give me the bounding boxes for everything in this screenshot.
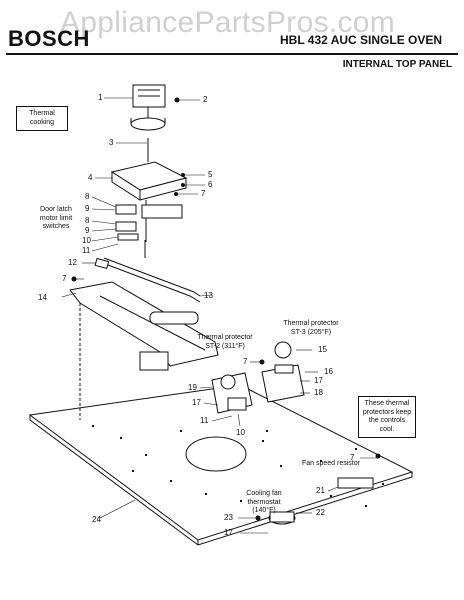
switch-bracket-part-4 [110, 161, 188, 242]
callout-17-bottom: 17 [224, 528, 233, 537]
protector-bracket-st2 [211, 372, 253, 414]
callout-22: 22 [316, 508, 325, 517]
callout-15: 15 [318, 345, 327, 354]
callout-11-top: 11 [82, 246, 91, 255]
section-title: INTERNAL TOP PANEL [342, 59, 452, 70]
callout-17-left: 17 [192, 398, 201, 407]
callout-17-right: 17 [314, 376, 323, 385]
thermostat-part-22 [268, 511, 296, 525]
rod-part-13 [99, 240, 201, 325]
callout-5: 5 [208, 170, 213, 179]
protector-bracket-st3 [261, 341, 305, 403]
callout-1: 1 [98, 93, 103, 102]
callout-9a: 9 [85, 204, 90, 213]
callout-12: 12 [68, 258, 77, 267]
callout-4: 4 [88, 173, 93, 182]
connector-part-12 [94, 257, 110, 270]
note-protector-st3: Thermal protector ST-3 (205°F) [283, 320, 339, 336]
note-protectors-keep-cool: These thermal protectors keep the contro… [358, 396, 416, 438]
callout-21: 21 [316, 486, 325, 495]
callout-24: 24 [92, 515, 101, 524]
callout-8b: 8 [85, 216, 90, 225]
callout-14: 14 [38, 293, 47, 302]
model-title: HBL 432 AUC SINGLE OVEN [280, 33, 443, 47]
note-door-latch: Door latch motor limit switches [39, 206, 73, 230]
motor-part-1 [130, 84, 166, 131]
callout-2: 2 [203, 95, 208, 104]
top-panel-part-24 [28, 384, 414, 546]
callout-7-top: 7 [201, 189, 206, 198]
callout-16: 16 [324, 367, 333, 376]
callout-7-right: 7 [350, 453, 355, 462]
watermark: AppliancePartsPros.com [60, 6, 396, 39]
callout-10-low: 10 [236, 428, 245, 437]
callout-6: 6 [208, 180, 213, 189]
callout-13: 13 [204, 291, 213, 300]
callout-7-left: 7 [62, 274, 67, 283]
brand-logo: BOSCH [8, 26, 90, 51]
bracket-part-14 [69, 281, 219, 420]
note-protector-st2: Thermal protector ST-2 (311°F) [197, 334, 253, 350]
note-fan-speed-resistor: Fan speed resistor [302, 460, 360, 467]
note-thermal-cooking: Thermal cooking [16, 106, 68, 131]
callout-9b: 9 [85, 226, 90, 235]
callout-23: 23 [224, 513, 233, 522]
callout-11-low: 11 [200, 416, 209, 425]
callout-3: 3 [109, 138, 114, 147]
callout-19: 19 [188, 383, 197, 392]
callout-18: 18 [314, 388, 323, 397]
callout-8a: 8 [85, 192, 90, 201]
callout-7-mid: 7 [243, 357, 248, 366]
header-rule [6, 53, 458, 55]
resistor-part-21 [337, 477, 374, 489]
latch-switches [115, 204, 139, 241]
note-cooling-fan-thermostat: Cooling fan thermostat (140°F) [246, 490, 282, 514]
callout-10-top: 10 [82, 236, 91, 245]
